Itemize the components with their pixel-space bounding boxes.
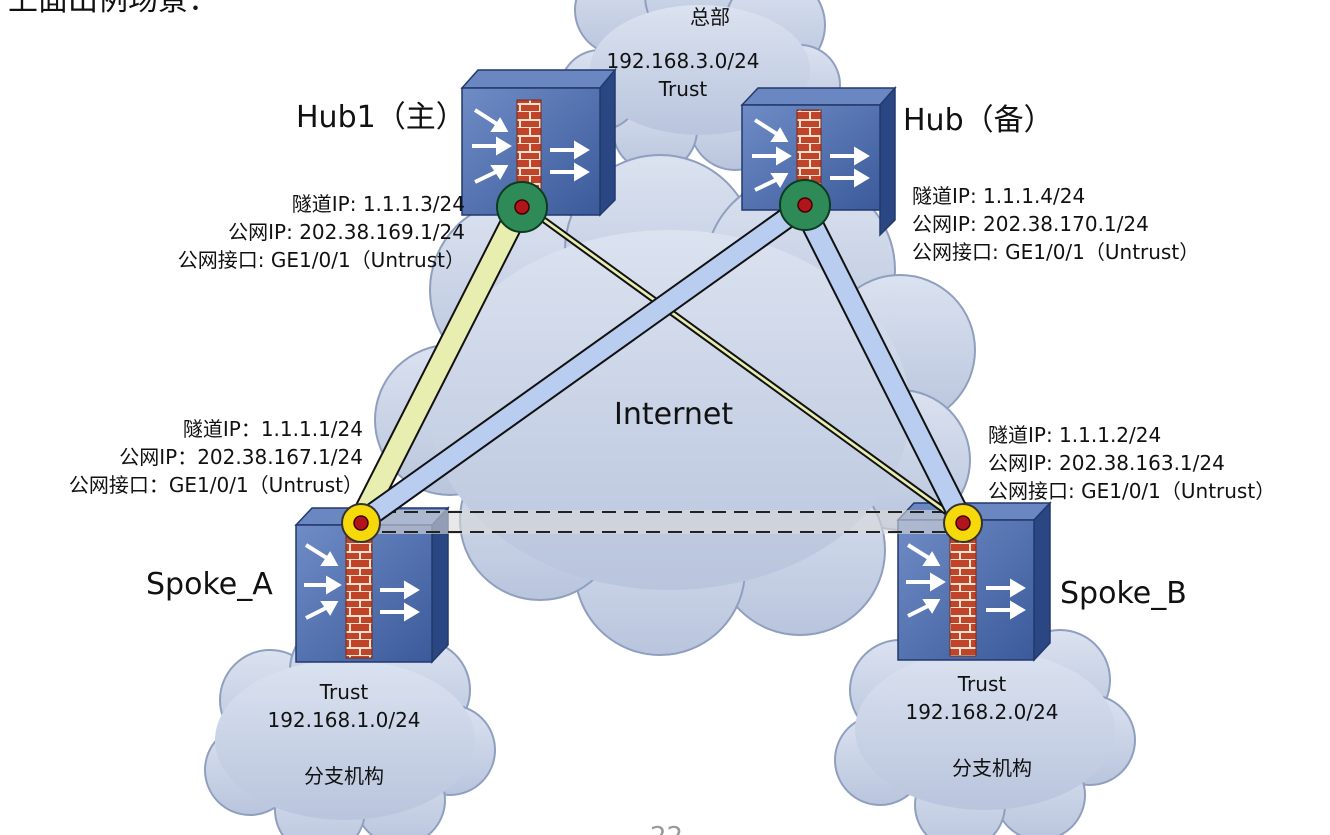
spoke-a-port [341,503,381,543]
hub1-info: 隧道IP: 1.1.1.3/24 公网IP: 202.38.169.1/24 公… [80,190,465,274]
spoke-a-subnet: 192.168.1.0/24 [267,708,421,732]
internet-label: Internet [614,397,734,432]
spoke-a-tunnel-ip: 隧道IP：1.1.1.1/24 [182,417,363,441]
hub2-info: 隧道IP: 1.1.1.4/24 公网IP: 202.38.170.1/24 公… [912,182,1199,266]
hub1-name: Hub1（主） [296,100,466,135]
spoke-b-info: 隧道IP: 1.1.1.2/24 公网IP: 202.38.163.1/24 公… [988,421,1275,505]
hub2-tunnel-ip: 隧道IP: 1.1.1.4/24 [912,184,1086,208]
spoke-b-cloud-labels: Trust 192.168.2.0/24 [872,670,1092,726]
spoke-a-info: 隧道IP：1.1.1.1/24 公网IP：202.38.167.1/24 公网接… [0,415,363,499]
hub1-port [496,181,548,233]
spoke-a-cloud-labels: Trust 192.168.1.0/24 [234,678,454,734]
spoke-b-port [943,503,983,543]
headquarters-name: 总部 [690,5,730,29]
spoke-a-cloud [204,619,496,835]
headquarters-subnet: 192.168.3.0/24 [606,49,760,73]
spoke-b-branch: 分支机构 [952,756,1032,780]
hub2-port [779,179,831,231]
spoke-b-name: Spoke_B [1060,576,1187,611]
hub2-name: Hub（备） [903,103,1054,138]
spoke-a-public-ip: 公网IP：202.38.167.1/24 [119,445,363,469]
hub1-public-ip: 公网IP: 202.38.169.1/24 [228,220,465,244]
spoke-b-public-ip: 公网IP: 202.38.163.1/24 [988,451,1225,475]
spoke-b-subnet: 192.168.2.0/24 [905,700,1059,724]
spoke-a-public-if: 公网接口：GE1/0/1（Untrust） [68,473,363,497]
spoke-b-firewall[interactable] [896,501,1052,662]
spoke-a-name: Spoke_A [146,567,273,602]
top-text: 上面出例场景： [8,0,218,18]
headquarters-details: 192.168.3.0/24 Trust [573,47,793,103]
spoke-b-public-if: 公网接口: GE1/0/1（Untrust） [988,479,1276,503]
hub2-public-if: 公网接口: GE1/0/1（Untrust） [912,240,1200,264]
headquarters-zone: Trust [658,77,708,101]
spoke-b-zone: Trust [957,672,1007,696]
spoke-a-branch: 分支机构 [304,764,384,788]
hub1-tunnel-ip: 隧道IP: 1.1.1.3/24 [291,192,465,216]
hub1-firewall[interactable] [460,67,617,217]
spoke-a-firewall[interactable] [294,506,450,664]
hub2-public-ip: 公网IP: 202.38.170.1/24 [912,212,1149,236]
spoke-to-spoke-tunnel [360,510,962,534]
hub1-public-if: 公网接口: GE1/0/1（Untrust） [177,248,465,272]
spoke-b-tunnel-ip: 隧道IP: 1.1.1.2/24 [988,423,1162,447]
spoke-a-zone: Trust [319,680,369,704]
page-number: 22 [650,822,683,835]
headquarters-labels: 总部 [600,3,820,31]
